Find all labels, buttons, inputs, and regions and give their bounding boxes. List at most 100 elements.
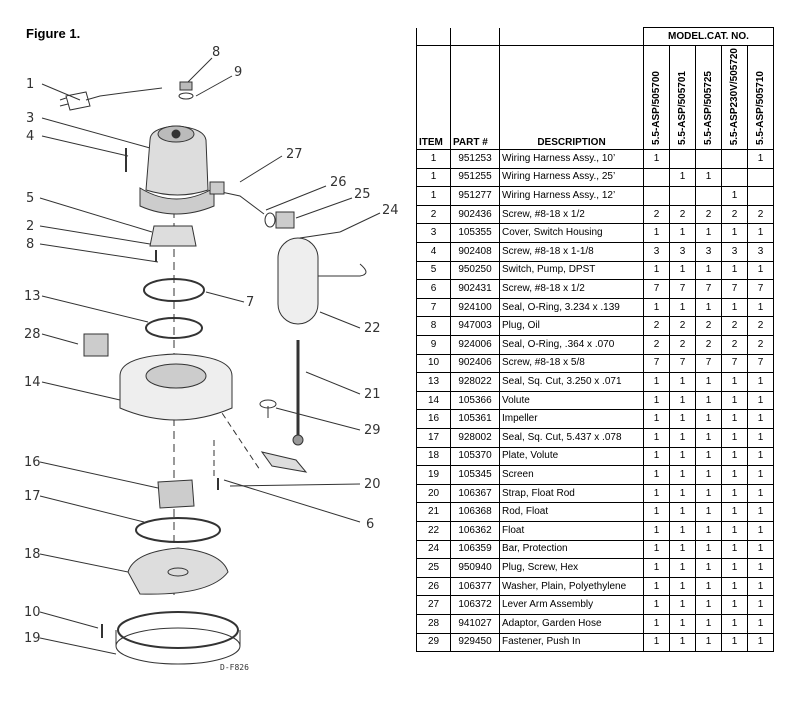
callout-label: 8 [212, 45, 220, 60]
header-spacer [416, 27, 451, 46]
description-cell: Screw, #8-18 x 1/2 [499, 204, 644, 225]
quantity-cell: 1 [695, 595, 722, 615]
quantity-cell [643, 167, 670, 188]
figure-title: Figure 1. [26, 26, 81, 41]
description-cell: Wiring Harness Assy., 25’ [499, 167, 644, 188]
quantity-cell: 1 [695, 632, 722, 653]
quantity-cell: 1 [695, 465, 722, 485]
quantity-cell: 2 [643, 204, 670, 225]
description-cell: Screw, #8-18 x 1/2 [499, 279, 644, 299]
quantity-cell: 2 [669, 316, 696, 337]
description-cell: Cover, Switch Housing [499, 223, 644, 244]
quantity-cell: 1 [721, 428, 748, 448]
quantity-cell [669, 149, 696, 169]
description-cell: Impeller [499, 409, 644, 429]
quantity-cell: 1 [643, 223, 670, 244]
description-cell: Seal, Sq. Cut, 5.437 x .078 [499, 428, 644, 448]
part-number-cell: 950250 [450, 260, 500, 281]
model-header: 5.5-ASP/505701 [669, 45, 696, 151]
quantity-cell: 2 [695, 204, 722, 225]
item-cell: 6 [416, 279, 451, 299]
quantity-cell: 1 [643, 595, 670, 615]
part-number-cell: 106367 [450, 483, 500, 504]
description-cell: Screen [499, 465, 644, 485]
description-cell: Volute [499, 390, 644, 411]
description-cell: Seal, O-Ring, .364 x .070 [499, 335, 644, 355]
quantity-cell: 1 [695, 390, 722, 411]
callout-label: 8 [26, 237, 34, 252]
item-cell: 1 [416, 167, 451, 188]
quantity-cell: 1 [747, 520, 774, 541]
callout-label: 14 [24, 375, 41, 390]
item-cell: 16 [416, 409, 451, 429]
quantity-cell: 1 [669, 632, 696, 653]
callout-label: 7 [246, 295, 254, 310]
quantity-cell: 2 [669, 204, 696, 225]
quantity-cell: 1 [721, 632, 748, 653]
quantity-cell: 1 [721, 260, 748, 281]
model-header: 5.5-ASP230V/505720 [721, 45, 748, 151]
quantity-cell: 7 [721, 279, 748, 299]
quantity-cell: 1 [695, 613, 722, 634]
item-cell: 13 [416, 372, 451, 392]
item-cell: 7 [416, 297, 451, 318]
quantity-cell: 1 [695, 502, 722, 522]
part-number-cell: 929450 [450, 632, 500, 653]
quantity-cell: 1 [695, 372, 722, 392]
quantity-cell [747, 167, 774, 188]
quantity-cell: 1 [747, 632, 774, 653]
part-number-cell: 106368 [450, 502, 500, 522]
quantity-cell: 3 [695, 242, 722, 262]
callout-label: 2 [26, 219, 34, 234]
quantity-cell: 1 [747, 465, 774, 485]
quantity-cell: 1 [747, 390, 774, 411]
model-header: 5.5-ASP/505725 [695, 45, 722, 151]
quantity-cell: 7 [695, 353, 722, 374]
quantity-cell: 1 [669, 613, 696, 634]
quantity-cell: 1 [747, 483, 774, 504]
description-cell: Strap, Float Rod [499, 483, 644, 504]
quantity-cell: 2 [747, 316, 774, 337]
quantity-cell: 1 [643, 483, 670, 504]
quantity-cell: 1 [747, 149, 774, 169]
description-cell: Switch, Pump, DPST [499, 260, 644, 281]
callout-label: 6 [366, 517, 374, 532]
quantity-cell: 1 [721, 465, 748, 485]
header-spacer [499, 27, 644, 46]
part-number-cell: 105361 [450, 409, 500, 429]
quantity-cell: 1 [747, 372, 774, 392]
quantity-cell: 1 [695, 576, 722, 597]
part-number-cell: 106359 [450, 539, 500, 560]
quantity-cell: 1 [721, 390, 748, 411]
quantity-cell: 1 [669, 465, 696, 485]
quantity-cell: 7 [643, 353, 670, 374]
quantity-cell: 1 [669, 539, 696, 560]
item-cell: 25 [416, 558, 451, 578]
quantity-cell: 1 [669, 428, 696, 448]
quantity-cell: 1 [669, 372, 696, 392]
quantity-cell: 1 [669, 595, 696, 615]
quantity-cell: 7 [747, 279, 774, 299]
part-number-cell: 928002 [450, 428, 500, 448]
item-cell: 1 [416, 149, 451, 169]
quantity-cell: 1 [669, 446, 696, 467]
description-cell: Bar, Protection [499, 539, 644, 560]
quantity-cell: 1 [721, 613, 748, 634]
quantity-cell: 1 [643, 576, 670, 597]
quantity-cell: 2 [669, 335, 696, 355]
item-cell: 28 [416, 613, 451, 634]
quantity-cell: 1 [695, 539, 722, 560]
quantity-cell: 1 [643, 149, 670, 169]
part-number-cell: 951253 [450, 149, 500, 169]
quantity-cell: 1 [669, 558, 696, 578]
quantity-cell: 1 [721, 297, 748, 318]
quantity-cell: 1 [643, 446, 670, 467]
